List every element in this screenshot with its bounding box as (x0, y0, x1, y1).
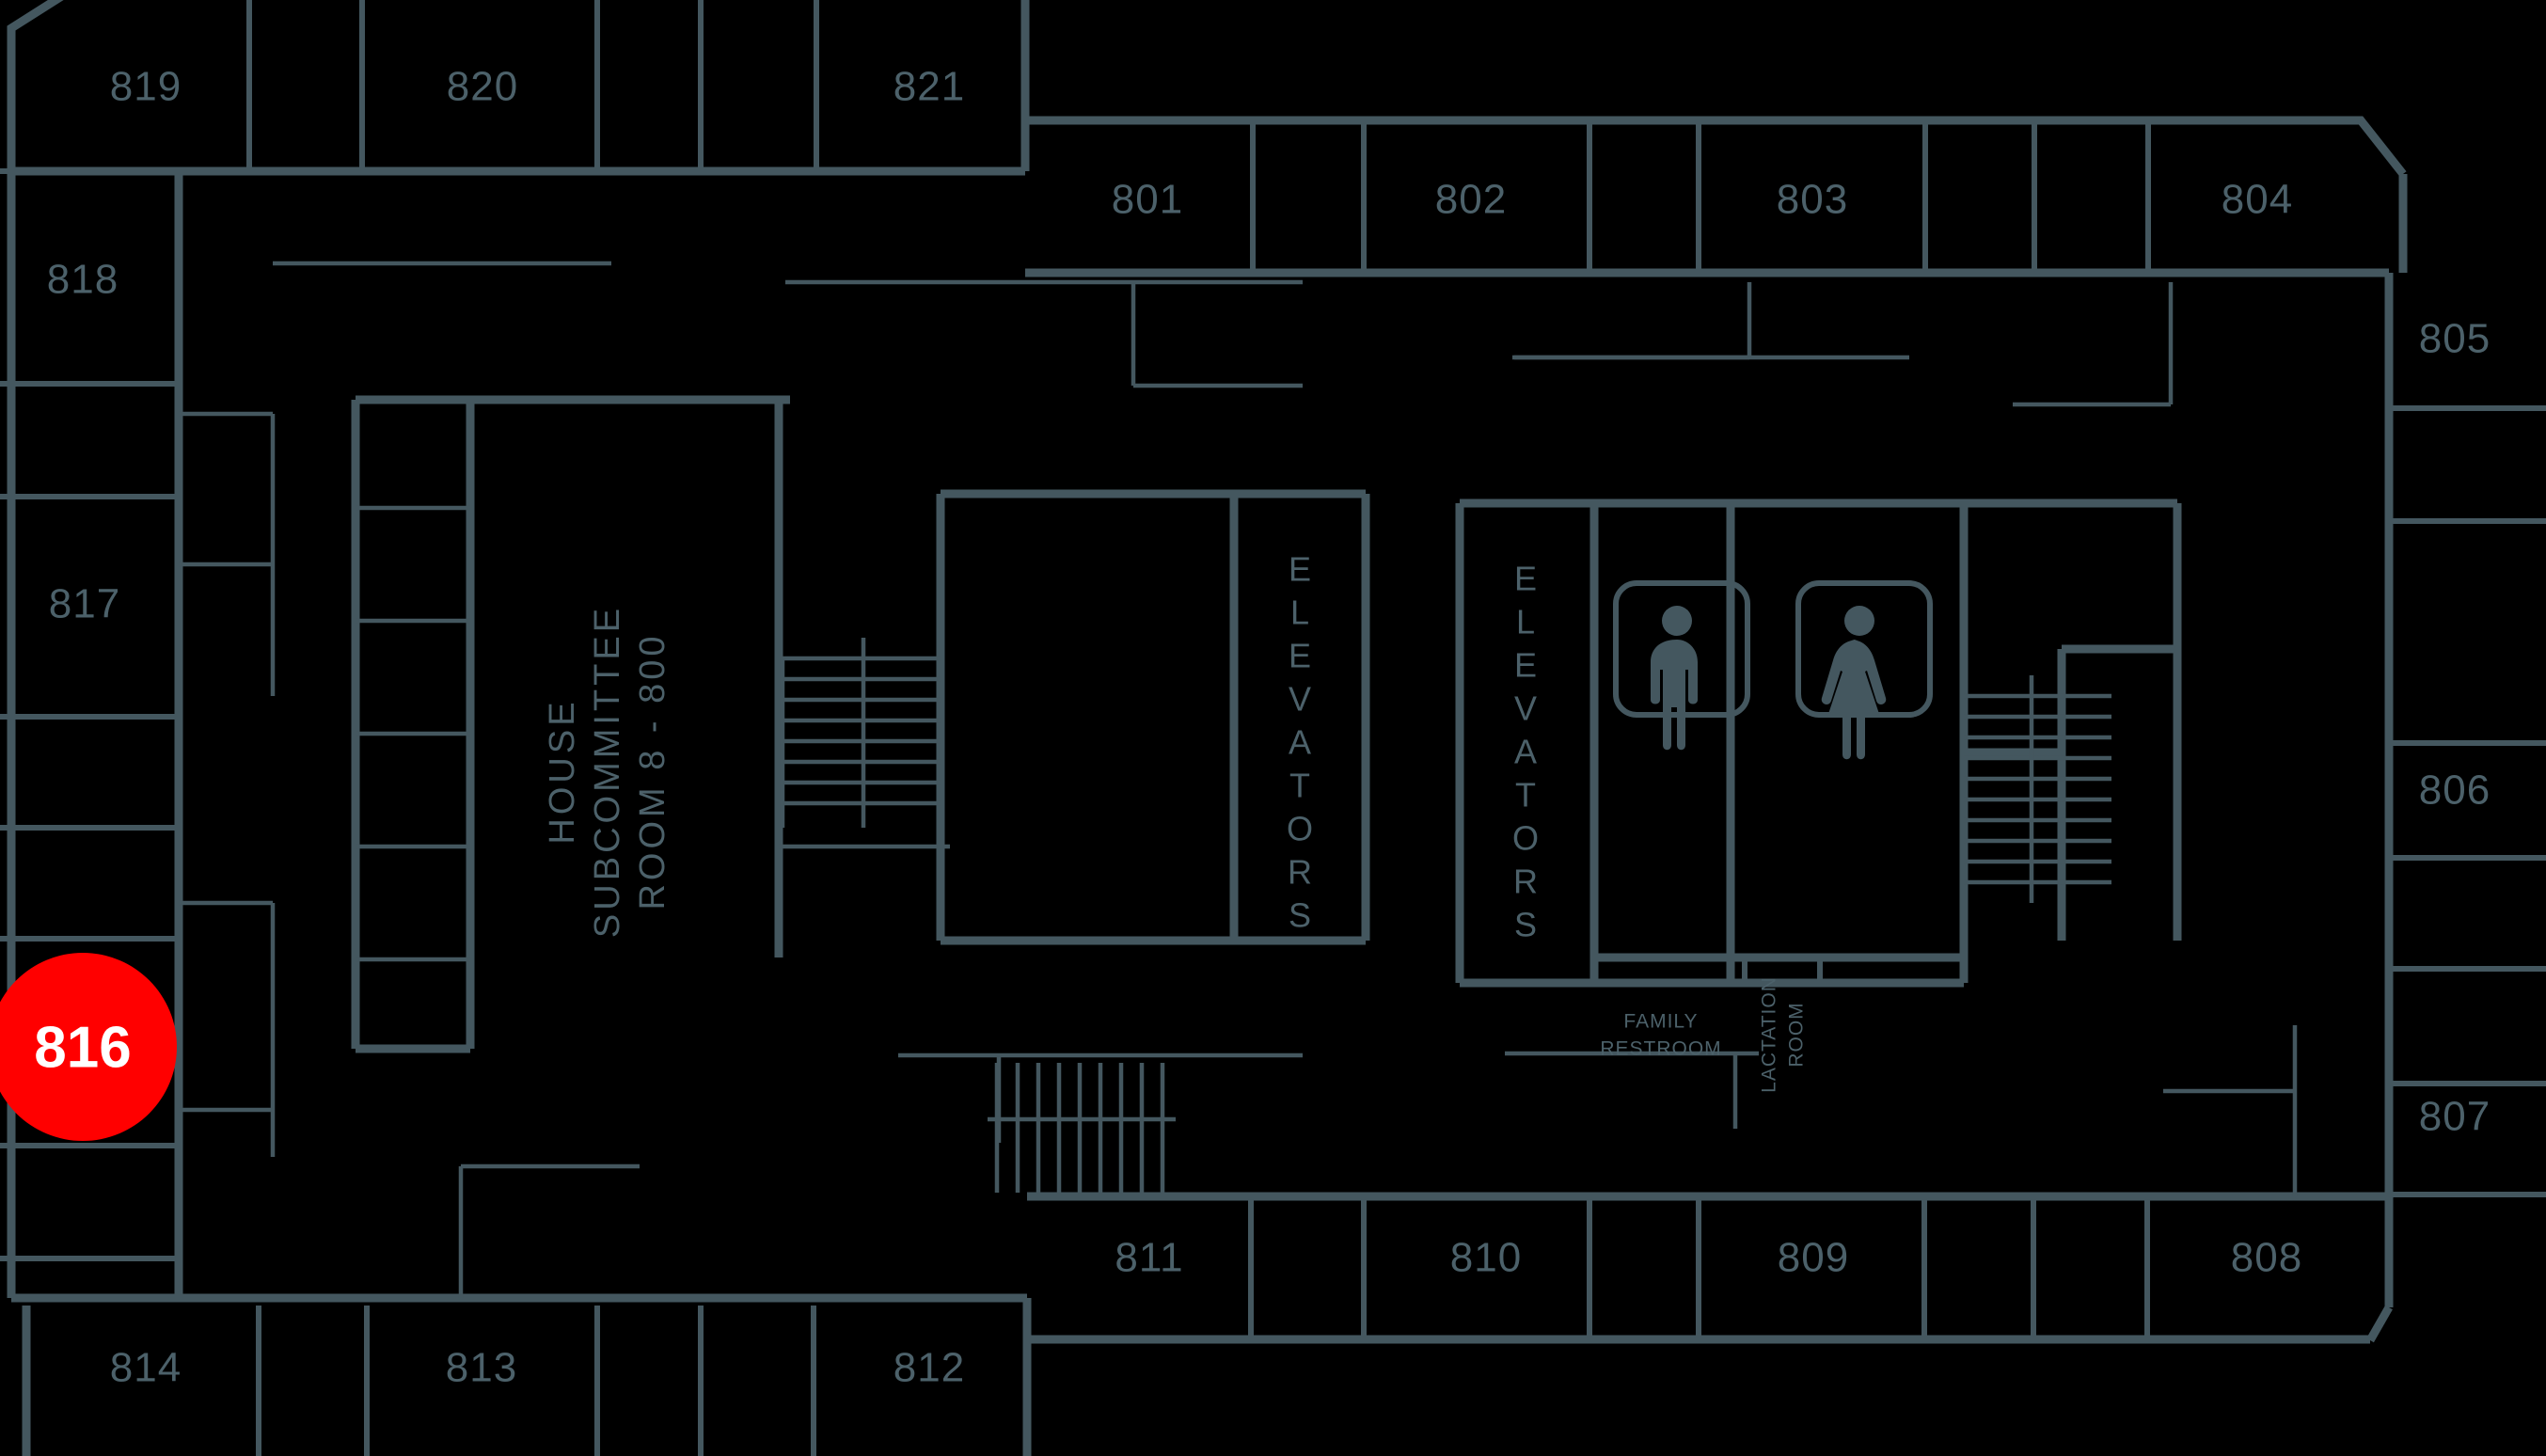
room-label-817: 817 (49, 581, 120, 627)
room-label-820: 820 (447, 64, 518, 110)
elev-right-letter-6: T (1515, 776, 1536, 815)
elevators-left-label: E L E V A T O R S (1287, 550, 1313, 935)
stairs-west (780, 638, 941, 828)
room-label-802: 802 (1435, 177, 1507, 223)
highlight-circle[interactable] (0, 953, 177, 1141)
elev-left-letter-8: R (1288, 853, 1312, 892)
lactation-room-label: LACTATION ROOM (1759, 976, 1808, 1093)
room-label-803: 803 (1777, 177, 1848, 223)
room-label-814: 814 (110, 1345, 182, 1391)
corridor-walls (174, 171, 2298, 1298)
room-label-807: 807 (2419, 1094, 2491, 1140)
room-label-806: 806 (2419, 768, 2491, 814)
elev-left-letter-6: T (1289, 767, 1310, 805)
right-room-column (2366, 174, 2546, 1343)
elev-right-letter-9: S (1514, 906, 1537, 944)
elev-right-letter-1: E (1514, 560, 1537, 598)
elev-left-letter-4: V (1289, 680, 1311, 719)
room-label-808: 808 (2231, 1235, 2302, 1281)
family-restroom-line-1: FAMILY (1623, 1011, 1698, 1033)
room-label-810: 810 (1450, 1235, 1522, 1281)
elev-left-letter-3: E (1289, 637, 1311, 675)
lactation-room-line-2: ROOM (1786, 1002, 1808, 1067)
top-right-room-block (1025, 116, 2407, 277)
elev-right-letter-7: O (1512, 819, 1539, 858)
elev-left-letter-9: S (1289, 896, 1311, 935)
stairs-east (1964, 675, 2111, 903)
elev-left-letter-7: O (1287, 810, 1313, 848)
room-label-821: 821 (893, 64, 965, 110)
elevators-right-label: E L E V A T O R S (1512, 560, 1539, 944)
room-label-818: 818 (47, 257, 119, 303)
elev-right-letter-3: E (1514, 646, 1537, 685)
subcommittee-line-2: SUBCOMMITTEE (588, 605, 627, 938)
subcommittee-line-3: ROOM 8 - 800 (633, 632, 672, 910)
room-label-811: 811 (1115, 1235, 1183, 1281)
room-label-809: 809 (1778, 1235, 1849, 1281)
family-restroom-line-2: RESTROOM (1600, 1038, 1721, 1060)
bottom-right-room-block (1027, 1192, 2389, 1344)
stairs-south (988, 1063, 1176, 1193)
lactation-room-line-1: LACTATION (1759, 976, 1780, 1093)
room-label-801: 801 (1112, 177, 1183, 223)
subcommittee-line-1: HOUSE (543, 698, 582, 844)
elev-right-letter-8: R (1513, 863, 1538, 901)
family-restroom-label: FAMILY RESTROOM (1600, 1011, 1721, 1060)
room-label-804: 804 (2222, 177, 2293, 223)
elev-left-letter-5: A (1289, 723, 1311, 762)
mens-restroom-icon (1613, 580, 1750, 751)
room-816-highlight-marker[interactable]: 816 (0, 953, 177, 1141)
elev-left-letter-1: E (1289, 550, 1311, 589)
house-subcommittee-label: HOUSE SUBCOMMITTEE ROOM 8 - 800 (543, 605, 672, 938)
room-label-805: 805 (2419, 316, 2491, 362)
room-number-labels: 819 820 821 801 802 803 804 805 806 807 … (47, 64, 2491, 1391)
elev-left-letter-2: L (1290, 593, 1309, 632)
room-label-819: 819 (110, 64, 182, 110)
elev-right-letter-2: L (1516, 603, 1535, 641)
elev-right-letter-4: V (1514, 689, 1537, 728)
womens-restroom-icon (1795, 580, 1933, 760)
central-core (936, 489, 2182, 988)
room-label-813: 813 (446, 1345, 517, 1391)
elev-right-letter-5: A (1514, 733, 1537, 771)
room-label-812: 812 (893, 1345, 965, 1391)
highlight-room-number: 816 (34, 1015, 131, 1080)
